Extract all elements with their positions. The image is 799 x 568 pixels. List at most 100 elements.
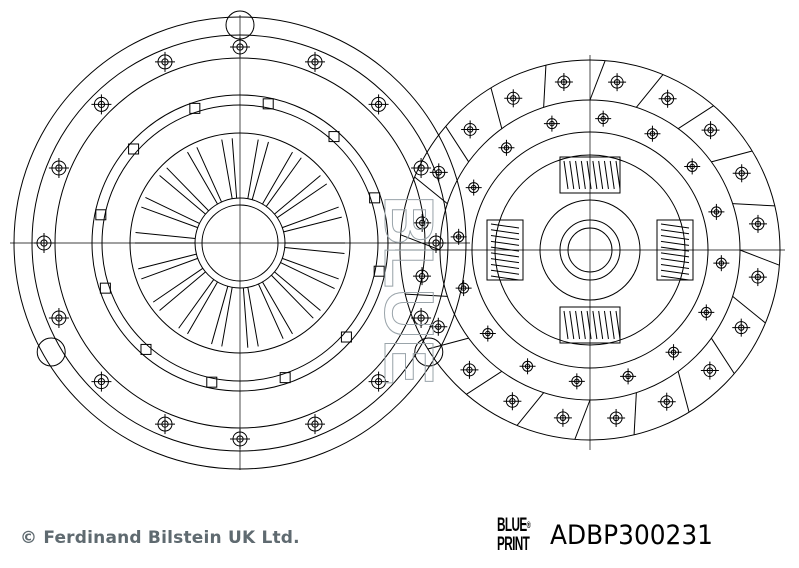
spring-coil xyxy=(575,160,581,190)
diaphragm-finger xyxy=(262,151,302,207)
drive-strap-lug xyxy=(414,337,444,367)
facing-groove xyxy=(427,337,469,350)
spring-coil xyxy=(660,223,690,229)
diaphragm-finger xyxy=(159,167,209,215)
logo-line1: BLUE xyxy=(497,515,527,536)
spring-coil xyxy=(660,252,690,258)
facing-groove xyxy=(732,295,766,324)
rivet xyxy=(140,343,152,355)
spring-coil xyxy=(490,240,520,246)
watermark-line1: BLUE xyxy=(370,195,448,386)
diaphragm-finger xyxy=(282,206,342,233)
facing-groove xyxy=(543,65,547,108)
facing-groove xyxy=(711,150,753,163)
diaphragm-finger xyxy=(242,287,259,348)
part-number: ADBP300231 xyxy=(550,520,713,551)
rivet xyxy=(373,265,385,277)
diaphragm-finger xyxy=(141,196,200,229)
facing-groove xyxy=(633,392,637,435)
rivet xyxy=(369,192,381,204)
facing-groove xyxy=(677,371,690,413)
spring-coil xyxy=(580,160,586,190)
spring-coil xyxy=(490,252,520,258)
diaphragm-finger xyxy=(138,253,198,280)
clutch-disc xyxy=(395,55,785,450)
rivet xyxy=(206,376,218,388)
spring-coil xyxy=(490,263,520,269)
diaphragm-finger xyxy=(258,281,293,339)
watermark: BLUE xyxy=(370,195,449,387)
copyright-text: © Ferdinand Bilstein UK Ltd. xyxy=(20,528,300,548)
spring-coil xyxy=(490,269,520,275)
spring-coil xyxy=(490,229,520,235)
facing-groove xyxy=(516,392,545,426)
spring-coil xyxy=(586,160,592,190)
spring-coil xyxy=(490,258,520,264)
facing-groove xyxy=(732,203,775,207)
rivet xyxy=(279,372,291,384)
logo-line2: PRINT xyxy=(497,534,530,555)
spring-coil xyxy=(598,310,604,340)
facing-groove xyxy=(574,399,591,440)
diaphragm-finger xyxy=(135,232,196,244)
rivet xyxy=(262,98,274,110)
spring-coil xyxy=(563,160,569,190)
blue-print-logo: BLUE® PRINT xyxy=(497,515,531,558)
facing-groove xyxy=(589,60,606,101)
diaphragm-finger xyxy=(221,138,238,199)
logo-reg: ® xyxy=(526,520,531,530)
spring-coil xyxy=(563,310,569,340)
spring-coil xyxy=(660,235,690,241)
drive-strap-lug xyxy=(36,337,66,367)
facing-groove xyxy=(400,234,441,251)
diaphragm-finger xyxy=(211,286,233,347)
rivet xyxy=(189,102,201,114)
spring-coil xyxy=(603,160,609,190)
spring-coil xyxy=(592,310,598,340)
spring-coil xyxy=(660,263,690,269)
spring-coil xyxy=(660,269,690,275)
facing-groove xyxy=(635,74,664,108)
diaphragm-finger xyxy=(274,175,328,219)
facing-groove xyxy=(466,370,503,395)
rivet xyxy=(340,331,352,343)
damper-spring xyxy=(486,219,524,281)
spring-coil xyxy=(615,310,621,340)
spring-coil xyxy=(592,160,598,190)
spring-coil xyxy=(580,310,586,340)
spring-coil xyxy=(615,160,621,190)
facing-groove xyxy=(490,87,503,129)
spring-coil xyxy=(490,246,520,252)
clutch-kit-drawing: BLUE xyxy=(10,10,785,470)
spring-coil xyxy=(660,246,690,252)
spring-coil xyxy=(490,275,520,281)
spring-coil xyxy=(660,275,690,281)
rivet xyxy=(99,282,111,294)
spring-coil xyxy=(569,310,575,340)
facing-groove xyxy=(710,337,735,374)
diaphragm-finger xyxy=(284,242,345,254)
spring-coil xyxy=(490,223,520,229)
spring-coil xyxy=(598,160,604,190)
spring-coil xyxy=(660,240,690,246)
diaphragm-finger xyxy=(152,267,206,311)
rivet xyxy=(328,131,340,143)
damper-spring xyxy=(559,306,621,344)
spring-coil xyxy=(660,229,690,235)
rivet xyxy=(95,209,107,221)
spring-coil xyxy=(603,310,609,340)
diaphragm-finger xyxy=(280,257,339,290)
facing-groove xyxy=(677,105,714,130)
spring-coil xyxy=(490,235,520,241)
facing-groove xyxy=(405,293,448,297)
facing-groove xyxy=(414,176,448,205)
diaphragm-finger xyxy=(271,271,321,319)
diaphragm-finger xyxy=(187,147,222,205)
pressure-plate xyxy=(10,10,470,470)
spring-coil xyxy=(586,310,592,340)
spring-coil xyxy=(569,160,575,190)
spring-coil xyxy=(660,258,690,264)
facing-groove xyxy=(739,249,780,266)
diaphragm-finger xyxy=(247,139,269,200)
rivet xyxy=(128,143,140,155)
